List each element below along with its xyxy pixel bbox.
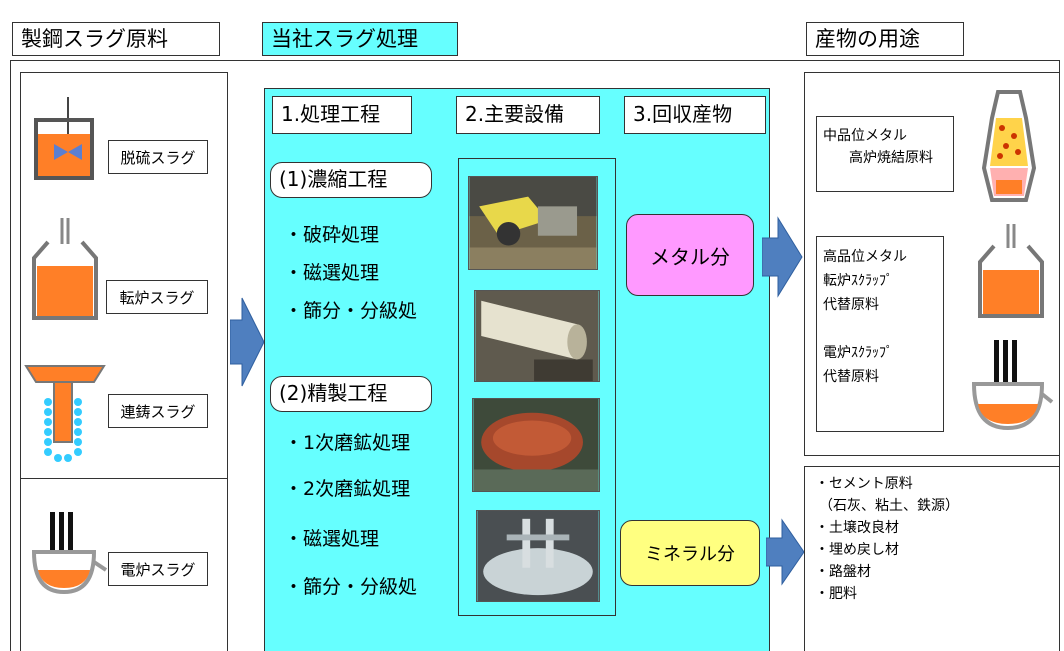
blast-furnace-icon [981,90,1037,202]
converter-use-icon [978,224,1044,318]
high-grade-line: 高品位メタル [823,249,907,265]
mineral-use-item: ・セメント原料 [815,476,913,492]
converter-slag-label: 転炉スラグ [106,280,208,314]
refining-step: ・磁選処理 [284,528,380,550]
high-grade-line: 代替原料 [823,369,879,385]
high-grade-line: 電炉ｽｸﾗｯﾌﾟ [823,345,893,361]
desulf-vessel-icon [34,97,94,180]
equipment-column-header: 2.主要設備 [456,96,600,134]
mineral-use-item: （石灰、粘土、鉄源） [819,498,959,514]
header-left: 製鋼スラグ原料 [12,22,220,56]
refining-step: ・2次磨鉱処理 [284,478,411,500]
ball-mill-photo [472,398,600,492]
arrow-to-process [230,297,265,387]
crusher-photo [468,176,598,270]
arrow-to-mineral-uses [766,518,805,586]
concentration-step: ・磁選処理 [284,262,380,284]
mineral-uses-panel: ・セメント原料 （石灰、粘土、鉄源） ・土壌改良材 ・埋め戻し材 ・路盤材 ・肥… [804,466,1060,651]
refining-step: ・篩分・分級処 [284,576,418,598]
casting-slag-label: 連鋳スラグ [108,394,208,428]
arrow-to-metal-uses [762,216,803,298]
high-grade-metal-box: 高品位メタル 転炉ｽｸﾗｯﾌﾟ 代替原料 電炉ｽｸﾗｯﾌﾟ 代替原料 [816,236,944,432]
products-column-header: 3.回収産物 [624,96,766,134]
concentration-title: (1)濃縮工程 [270,162,432,198]
casting-tundish-icon [24,365,106,462]
mineral-product-box: ミネラル分 [620,520,760,586]
converter-vessel-icon [32,218,98,320]
refining-title: (2)精製工程 [270,376,432,412]
process-column-header: 1.処理工程 [272,96,412,134]
header-middle: 当社スラグ処理 [262,22,458,56]
mineral-use-item: ・路盤材 [815,564,871,580]
refining-step: ・1次磨鉱処理 [284,432,411,454]
divider-line [20,478,228,479]
equipment-frame [458,158,616,616]
mineral-use-item: ・土壌改良材 [815,520,899,536]
high-grade-line: 代替原料 [823,297,879,313]
high-grade-line: 転炉ｽｸﾗｯﾌﾟ [823,273,893,289]
desulf-slag-label: 脱硫スラグ [108,140,208,174]
mid-grade-line: 高炉焼結原料 [849,150,933,166]
concentration-step: ・破砕処理 [284,224,380,246]
eaf-furnace-icon [31,512,108,595]
mineral-use-item: ・肥料 [815,586,857,602]
mid-grade-metal-box: 中品位メタル 高炉焼結原料 [816,116,954,192]
metal-product-box: メタル分 [626,214,754,296]
eaf-use-icon [971,340,1054,431]
eaf-slag-label: 電炉スラグ [108,552,208,586]
mineral-use-item: ・埋め戻し材 [815,542,899,558]
magnetic-separator-photo [474,290,600,382]
classifier-photo [476,510,600,602]
concentration-step: ・篩分・分級処 [284,300,418,322]
header-right: 産物の用途 [806,22,964,56]
mid-grade-line: 中品位メタル [823,128,907,144]
